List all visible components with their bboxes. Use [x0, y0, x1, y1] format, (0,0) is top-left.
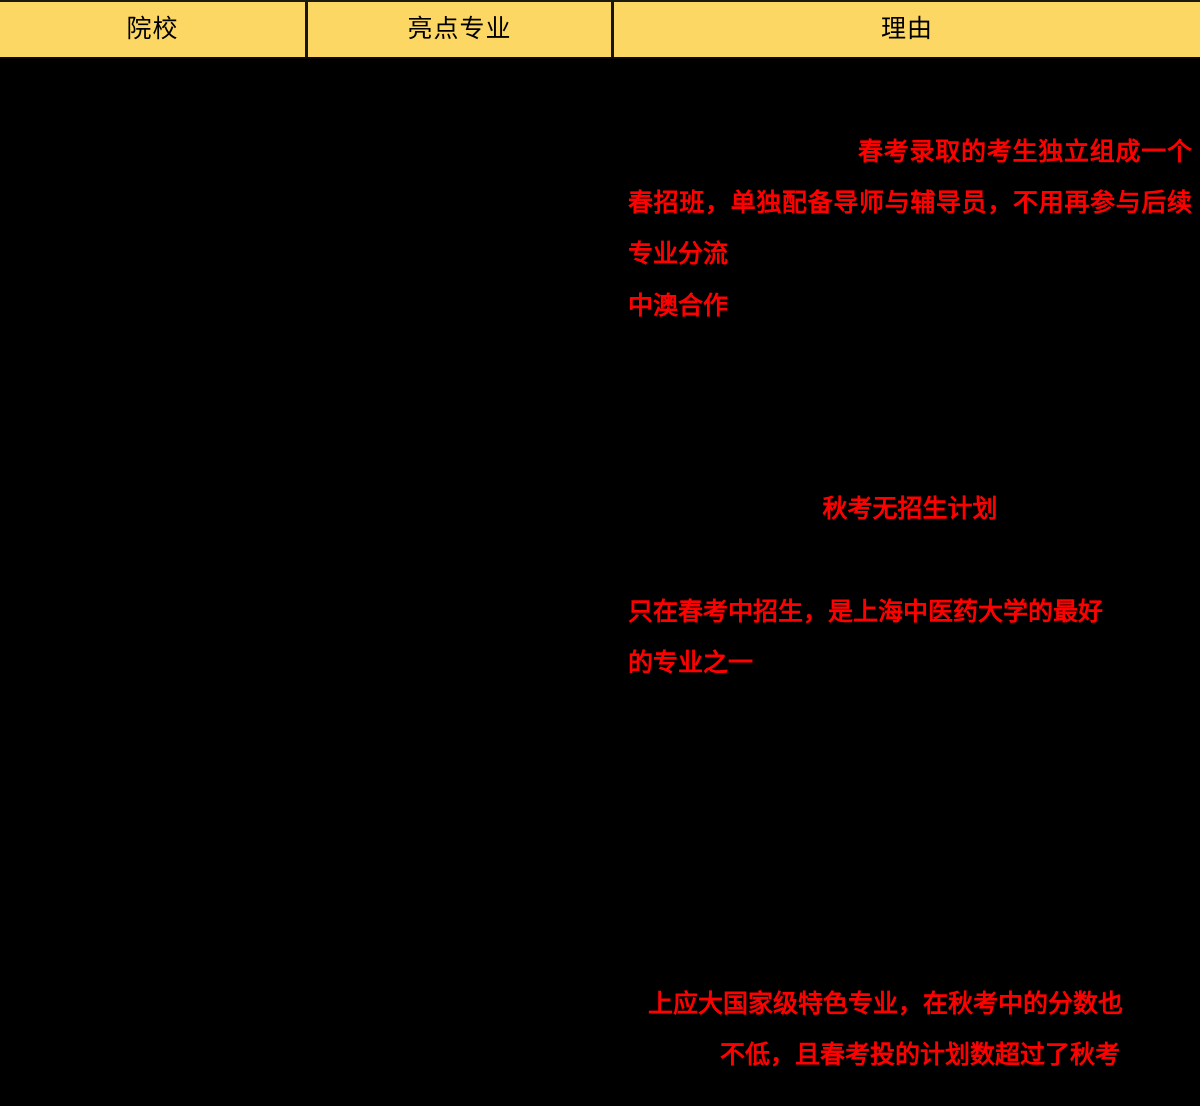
table-body-row: 春考录取的考生独立组成一个春招班，单独配备导师与辅导员，不用再参与后续专业分流 … — [0, 59, 1200, 1106]
column-header-major-label: 亮点专业 — [407, 16, 512, 43]
column-school-body — [0, 59, 308, 1106]
reason-text-block-5: 上应大国家级特色专业，在秋考中的分数也不低，且春考投的计划数超过了秋考 — [614, 979, 1200, 1081]
column-header-reason-label: 理由 — [880, 16, 933, 43]
table-header-row: 院校 亮点专业 理由 — [0, 0, 1200, 59]
major-cell-empty — [308, 59, 614, 1106]
reason-text-block-4: 只在春考中招生，是上海中医药大学的最好的专业之一 — [614, 587, 1200, 689]
reason-block-5-line-2: 不低，且春考投的计划数超过了秋考 — [719, 1042, 1120, 1069]
column-header-school: 院校 — [0, 2, 308, 57]
column-major-body — [308, 59, 614, 1106]
reason-block-4-line-2: 的专业之一 — [628, 650, 754, 677]
column-header-school-label: 院校 — [126, 16, 179, 43]
reason-text-block-1: 春考录取的考生独立组成一个春招班，单独配备导师与辅导员，不用再参与后续专业分流 — [628, 139, 1192, 268]
reason-text-block-3: 秋考无招生计划 — [822, 496, 998, 523]
column-header-reason: 理由 — [614, 2, 1200, 57]
reason-block-4-line-1: 只在春考中招生，是上海中医药大学的最好 — [628, 599, 1104, 626]
column-reason-body: 春考录取的考生独立组成一个春招班，单独配备导师与辅导员，不用再参与后续专业分流 … — [614, 59, 1200, 1106]
reason-text-block-2: 中澳合作 — [628, 293, 729, 320]
column-header-major: 亮点专业 — [308, 2, 614, 57]
reason-block-5-line-1: 上应大国家级特色专业，在秋考中的分数也 — [648, 991, 1124, 1018]
school-cell-empty — [0, 59, 308, 1106]
